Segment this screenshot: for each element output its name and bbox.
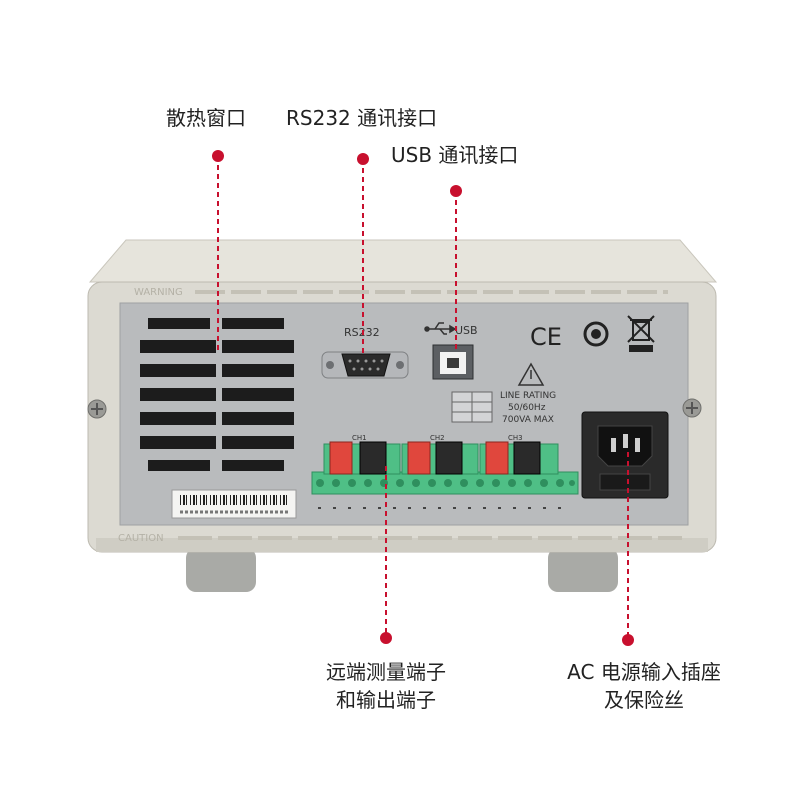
vent-marker-dot — [212, 150, 224, 162]
voltage-selector-table — [451, 391, 493, 423]
ch3-label: CH3 — [508, 434, 523, 442]
rs232-panel-label: RS232 — [344, 326, 380, 339]
usb-symbol-icon — [424, 322, 457, 335]
terminals-marker-dot — [380, 632, 392, 644]
frequency-label: 50/60Hz — [508, 403, 546, 413]
left-foot — [186, 548, 256, 592]
warning-strip: WARNING — [134, 287, 183, 298]
chassis-top — [88, 239, 718, 283]
line-rating-label: LINE RATING — [500, 391, 556, 401]
usb-panel-label: USB — [455, 324, 478, 337]
environment-mark-icon — [583, 321, 609, 347]
ce-mark: CE — [530, 323, 562, 351]
usb-marker-dot — [450, 185, 462, 197]
ac-power-inlet[interactable] — [581, 411, 669, 499]
weee-bin-icon — [627, 315, 655, 352]
caution-strip: CAUTION — [118, 533, 164, 544]
right-foot — [548, 548, 618, 592]
ac-callout-label: AC 电源输入插座 及保险丝 — [556, 658, 732, 714]
vent-callout-label: 散热窗口 — [166, 106, 246, 130]
ch1-label: CH1 — [352, 434, 367, 442]
chassis-bottom-lip — [96, 538, 708, 552]
usb-callout-label: USB 通讯接口 — [391, 143, 519, 167]
barcode-sticker — [171, 489, 297, 519]
power-rating-label: 700VA MAX — [502, 415, 554, 425]
output-terminal-block[interactable] — [311, 441, 579, 495]
usb-port[interactable] — [432, 344, 474, 380]
terminals-callout-label: 远端测量端子 和输出端子 — [314, 658, 458, 714]
rs232-port[interactable] — [321, 351, 409, 379]
warning-triangle-icon — [517, 362, 545, 386]
ac-callout-line1: AC 电源输入插座 — [567, 660, 721, 684]
rs232-callout-label: RS232 通讯接口 — [286, 106, 438, 130]
ac-callout-line2: 及保险丝 — [604, 688, 684, 712]
terminals-callout-line1: 远端测量端子 — [326, 660, 446, 684]
vent-window — [140, 318, 294, 471]
right-screw — [682, 398, 702, 418]
rs232-marker-dot — [357, 153, 369, 165]
ch2-label: CH2 — [430, 434, 445, 442]
left-screw — [87, 399, 107, 419]
ac-marker-dot — [622, 634, 634, 646]
terminals-callout-line2: 和输出端子 — [336, 688, 436, 712]
